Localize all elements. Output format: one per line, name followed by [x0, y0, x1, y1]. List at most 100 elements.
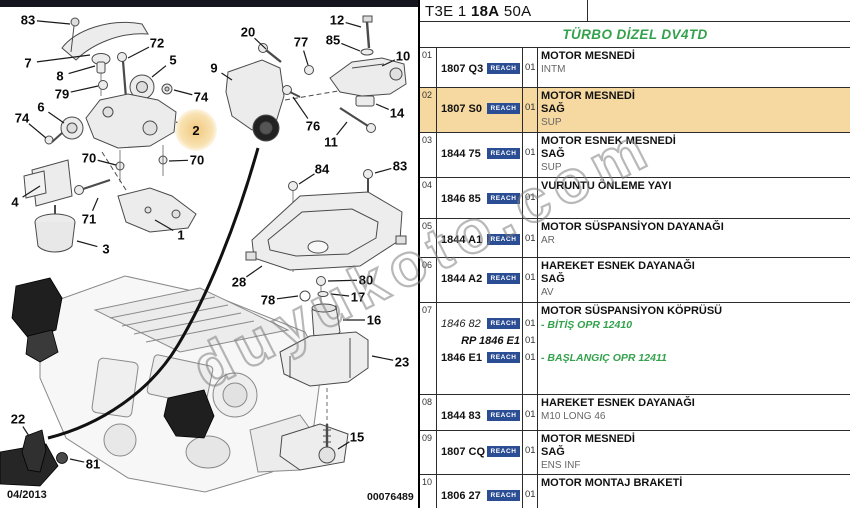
diagram-callout-3[interactable]: 3 [102, 241, 110, 257]
part-code: 1846 82 [441, 317, 481, 330]
diagram-callout-74[interactable]: 74 [14, 110, 30, 126]
diagram-callout-80[interactable]: 80 [358, 272, 374, 288]
catalog-code: T3E 1 18A 50A [420, 0, 588, 21]
diagram-artwork [0, 15, 407, 493]
part-sub-bold: SAĞ [541, 273, 565, 285]
diagram-callout-9[interactable]: 9 [210, 60, 218, 76]
reach-badge[interactable]: REACH [487, 490, 520, 501]
part-code: 1844 75 [441, 147, 481, 160]
part-sub: M10 LONG 46 [541, 411, 606, 422]
diagram-callout-10[interactable]: 10 [395, 48, 411, 64]
part-title: MOTOR MONTAJ BRAKETİ [541, 477, 683, 489]
reach-badge[interactable]: REACH [487, 410, 520, 421]
part-sub: INTM [541, 64, 566, 75]
callout-leader-lines [22, 20, 396, 463]
table-row[interactable]: 10 1806 27 REACH 01 MOTOR MONTAJ BRAKETİ [420, 475, 850, 508]
diagram-callout-70[interactable]: 70 [81, 150, 97, 166]
row-number: 07 [420, 303, 437, 394]
diagram-callout-15[interactable]: 15 [349, 429, 365, 445]
mount-parts-top-middle [101, 15, 407, 191]
row-number: 09 [420, 431, 437, 474]
part-title: VURUNTU ÖNLEME YAYI [541, 180, 672, 192]
diagram-callout-79[interactable]: 79 [54, 86, 70, 102]
diagram-callout-8[interactable]: 8 [56, 68, 64, 84]
diagram-callout-83[interactable]: 83 [392, 158, 408, 174]
row-number: 10 [420, 475, 437, 508]
reach-badge[interactable]: REACH [487, 318, 520, 329]
quantity: 01 [523, 178, 538, 218]
diagram-callout-84[interactable]: 84 [314, 161, 330, 177]
reach-badge[interactable]: REACH [487, 63, 520, 74]
part-title: HAREKET ESNEK DAYANAĞI [541, 260, 695, 272]
part-title: MOTOR SÜSPANSİYON KÖPRÜSÜ [541, 305, 723, 317]
diagram-callout-4[interactable]: 4 [11, 194, 19, 210]
part-sub: ENS INF [541, 460, 581, 471]
diagram-callout-83[interactable]: 83 [20, 12, 36, 28]
diagram-callout-1[interactable]: 1 [177, 227, 185, 243]
diagram-callout-74[interactable]: 74 [193, 89, 209, 105]
diagram-callout-12[interactable]: 12 [329, 12, 345, 28]
quantity: 01 [523, 475, 538, 508]
diagram-date: 04/2013 [7, 489, 47, 501]
quantity: 01 [525, 352, 536, 363]
row-number: 01 [420, 48, 437, 87]
diagram-callout-76[interactable]: 76 [305, 118, 321, 134]
quantity: 01 [523, 219, 538, 257]
diagram-callout-81[interactable]: 81 [85, 456, 101, 472]
diagram-callout-17[interactable]: 17 [350, 289, 366, 305]
reach-badge[interactable]: REACH [487, 273, 520, 284]
row-number: 02 [420, 88, 437, 132]
diagram-callout-14[interactable]: 14 [389, 105, 405, 121]
part-code: 1846 E1 [441, 351, 482, 364]
diagram-callout-85[interactable]: 85 [325, 32, 341, 48]
part-sub-bold: SAĞ [541, 148, 565, 160]
diagram-callout-28[interactable]: 28 [231, 274, 247, 290]
reach-badge[interactable]: REACH [487, 148, 520, 159]
diagram-callout-7[interactable]: 7 [24, 55, 32, 71]
part-code: 1844 A1 [441, 233, 483, 246]
part-code: 1844 83 [441, 409, 481, 422]
opr-note-end: - BİTİŞ OPR 12410 [541, 319, 633, 331]
diagram-callout-71[interactable]: 71 [81, 211, 97, 227]
diagram-callout-70[interactable]: 70 [189, 152, 205, 168]
diagram-callout-72[interactable]: 72 [149, 35, 165, 51]
reach-badge[interactable]: REACH [487, 193, 520, 204]
part-code: 1807 Q3 [441, 62, 484, 75]
part-code: 1844 A2 [441, 272, 483, 285]
part-code: 1846 85 [441, 192, 481, 205]
part-code-replacement: RP 1846 E1 [461, 334, 520, 347]
diagram-callout-78[interactable]: 78 [260, 292, 276, 308]
diagram-callout-23[interactable]: 23 [394, 354, 410, 370]
reach-badge[interactable]: REACH [487, 446, 520, 457]
diagram-callout-6[interactable]: 6 [37, 99, 45, 115]
diagram-callout-20[interactable]: 20 [240, 24, 256, 40]
quantity: 01 [523, 133, 538, 177]
mount-parts-top-left [23, 17, 197, 253]
header-empty-cell [588, 0, 850, 21]
diagram-callout-16[interactable]: 16 [366, 312, 382, 328]
diagram-callout-22[interactable]: 22 [10, 411, 26, 427]
diagram-callout-5[interactable]: 5 [169, 52, 177, 68]
part-code: 1806 27 [441, 489, 481, 502]
part-title: MOTOR MESNEDİ [541, 50, 635, 62]
diagram-callout-77[interactable]: 77 [293, 34, 309, 50]
quantity: 01 [523, 258, 538, 302]
reach-badge[interactable]: REACH [487, 103, 520, 114]
engine-variant-subtitle: TÜRBO DİZEL DV4TD [420, 22, 850, 48]
diagram-callout-2[interactable]: 2 [175, 109, 217, 151]
quantity: 01 [523, 88, 538, 132]
reach-badge[interactable]: REACH [487, 352, 520, 363]
diagram-number: 00076489 [367, 491, 414, 503]
part-title: HAREKET ESNEK DAYANAĞI [541, 397, 695, 409]
reach-badge[interactable]: REACH [487, 234, 520, 245]
diagram-callout-11[interactable]: 11 [324, 134, 338, 150]
